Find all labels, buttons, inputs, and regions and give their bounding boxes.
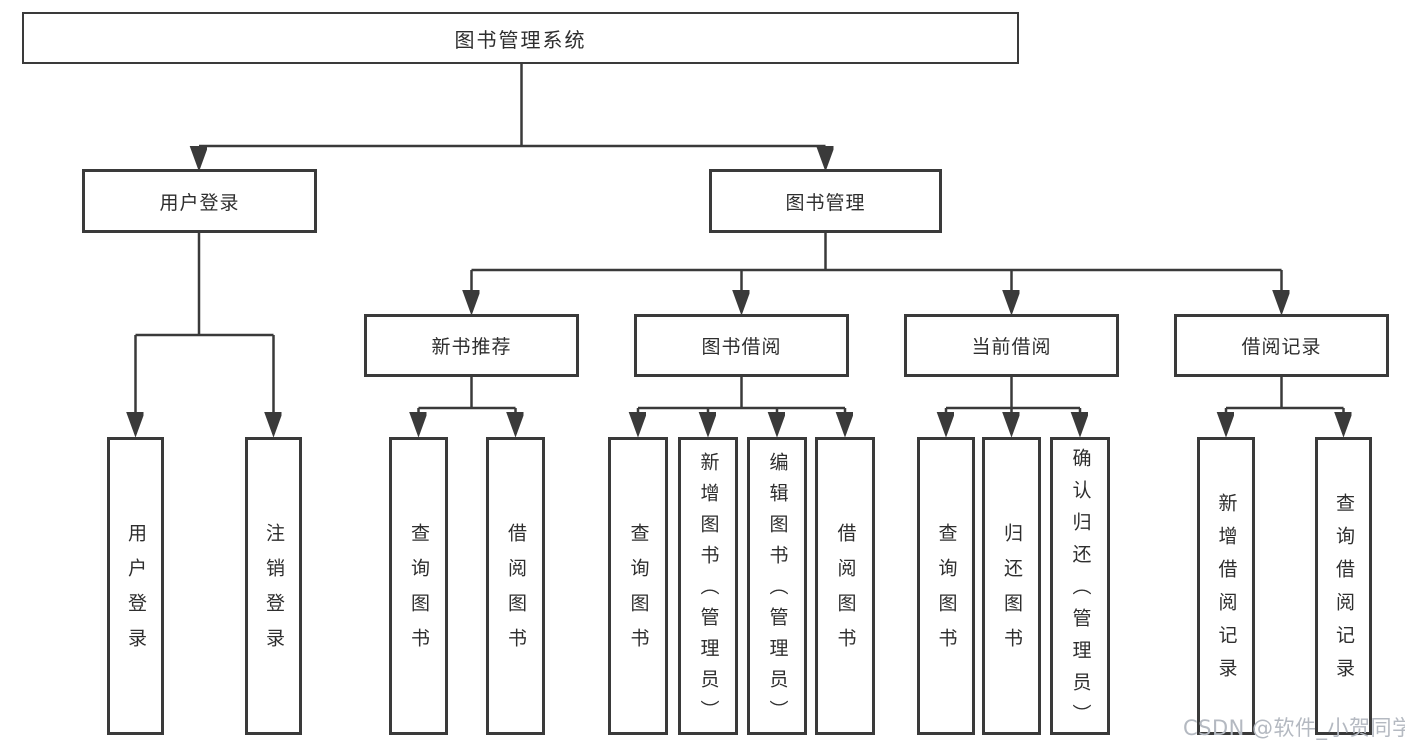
- leaf-label: 查询图书: [935, 523, 958, 663]
- leaf-label: 新增借阅记录: [1215, 493, 1238, 691]
- leaf-query-borrow-record: 查询借阅记录: [1315, 437, 1372, 735]
- leaf-label: 编辑图书（管理员）: [766, 451, 789, 731]
- node-current-borrowing: 当前借阅: [904, 314, 1119, 377]
- leaf-label: 查询图书: [408, 523, 430, 663]
- leaf-label: 查询图书: [627, 523, 650, 663]
- node-book-borrowing: 图书借阅: [634, 314, 849, 377]
- leaf-label: 借阅图书: [505, 523, 527, 663]
- leaf-query-books: 查询图书: [608, 437, 668, 735]
- node-borrowing-records: 借阅记录: [1174, 314, 1389, 377]
- leaf-query-books: 查询图书: [917, 437, 975, 735]
- leaf-label: 归还图书: [1001, 523, 1023, 663]
- leaf-return-book: 归还图书: [982, 437, 1041, 735]
- node-book-management: 图书管理: [709, 169, 942, 233]
- leaf-edit-book-admin: 编辑图书（管理员）: [747, 437, 807, 735]
- leaf-borrow-books: 借阅图书: [486, 437, 545, 735]
- node-label: 当前借阅: [971, 336, 1052, 358]
- leaf-user-login: 用户登录: [107, 437, 164, 735]
- node-label: 图书管理: [785, 191, 866, 214]
- node-label: 图书借阅: [701, 336, 782, 358]
- node-label: 借阅记录: [1241, 336, 1322, 358]
- leaf-label: 借阅图书: [834, 523, 857, 663]
- node-label: 新书推荐: [431, 336, 512, 358]
- leaf-label: 确认归还（管理员）: [1069, 447, 1092, 736]
- leaf-confirm-return-admin: 确认归还（管理员）: [1050, 437, 1110, 736]
- node-label: 用户登录: [159, 191, 240, 214]
- leaf-query-books: 查询图书: [389, 437, 448, 735]
- leaf-add-borrow-record: 新增借阅记录: [1197, 437, 1255, 735]
- leaf-add-book-admin: 新增图书（管理员）: [678, 437, 738, 735]
- node-label: 图书管理系统: [454, 27, 587, 52]
- leaf-label: 用户登录: [125, 523, 147, 663]
- node-new-book-recommend: 新书推荐: [364, 314, 579, 377]
- leaf-logout: 注销登录: [245, 437, 302, 735]
- leaf-label: 注销登录: [263, 523, 285, 663]
- node-library-management-system: 图书管理系统: [22, 12, 1019, 64]
- node-user-login: 用户登录: [82, 169, 317, 233]
- leaf-label: 新增图书（管理员）: [697, 451, 720, 731]
- leaf-borrow-books: 借阅图书: [815, 437, 875, 735]
- leaf-label: 查询借阅记录: [1333, 493, 1355, 691]
- csdn-watermark: CSDN @软件_小贺同学: [1183, 716, 1405, 740]
